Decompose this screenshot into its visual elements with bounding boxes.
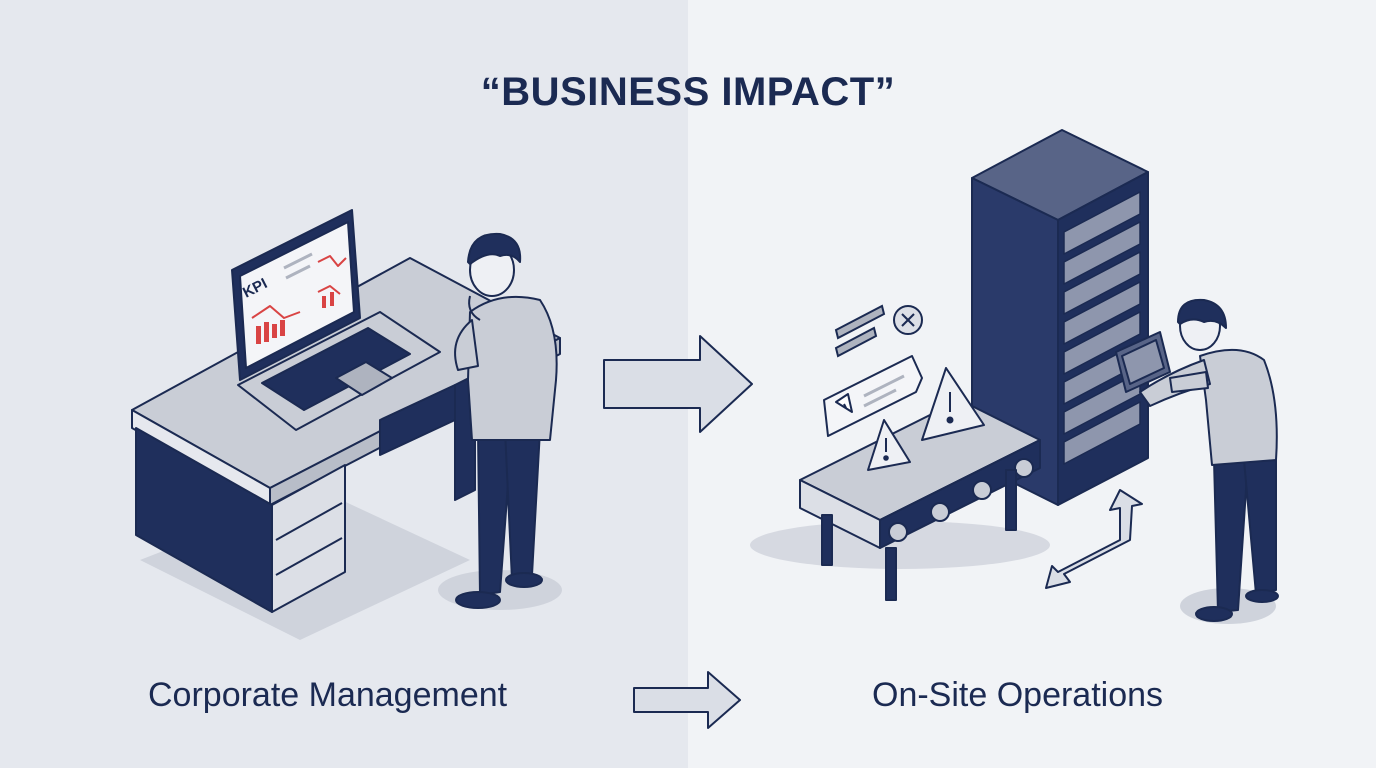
close-icon: [893, 305, 923, 335]
page-title: “BUSINESS IMPACT”: [480, 70, 896, 114]
conveyor-belt: [750, 399, 1050, 601]
manager-figure: [438, 232, 562, 610]
warning-icon: [921, 367, 985, 441]
declining-chart-icon: [251, 255, 347, 319]
notification-lines: [834, 304, 886, 358]
double-arrow-icon: [1045, 489, 1143, 589]
laptop: KPI: [231, 209, 441, 431]
operator-figure: [1115, 298, 1279, 624]
chat-bubble-icon: [823, 355, 923, 437]
on-site-operations-label: On-Site Operations: [872, 676, 1164, 714]
arrow-right-icon: [633, 671, 741, 729]
warning-icon: [867, 419, 911, 471]
arrow-right-icon: [603, 335, 753, 433]
corporate-management-label: Corporate Management: [148, 676, 508, 714]
